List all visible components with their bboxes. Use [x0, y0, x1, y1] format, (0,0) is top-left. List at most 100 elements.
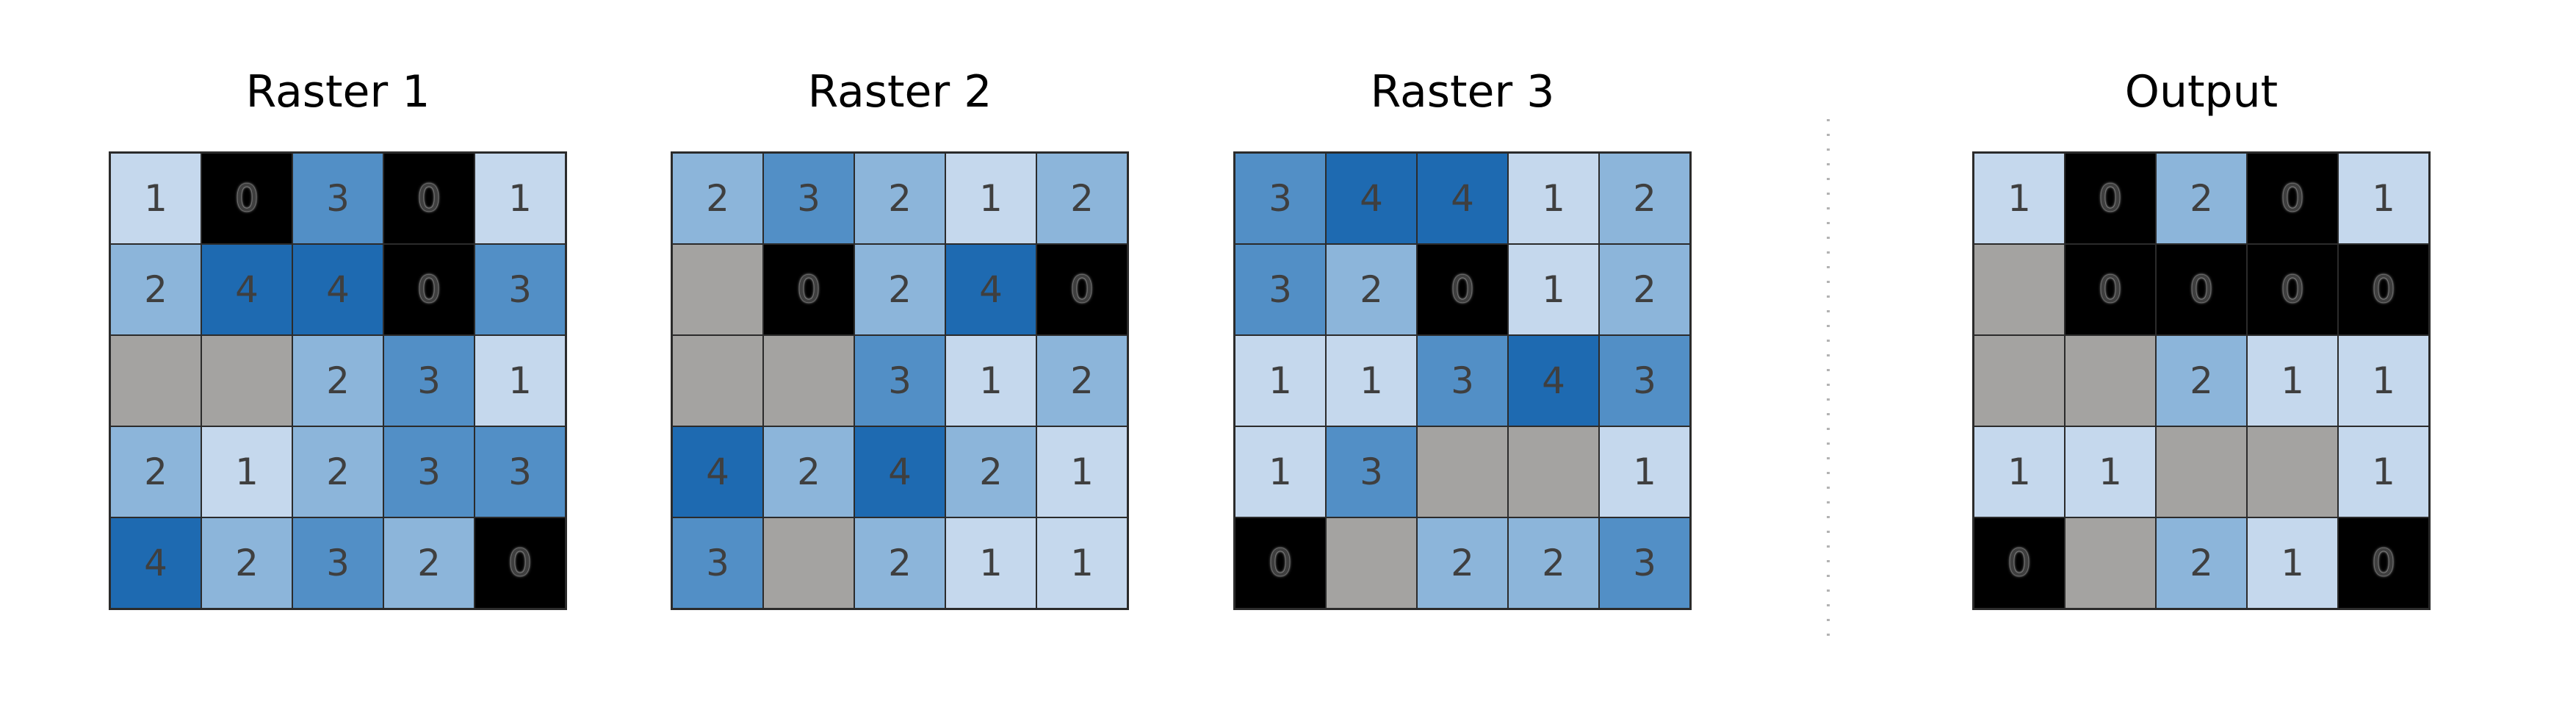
- raster-cell-value-2: 2: [292, 426, 383, 517]
- raster-cell-value-0: 0: [763, 244, 854, 335]
- panel-title-raster-1: Raster 1: [245, 66, 430, 118]
- raster-cell-value-1: 1: [1036, 426, 1128, 517]
- raster-cell-value-1: 1: [1974, 426, 2065, 517]
- raster-cell-value-1: 1: [1599, 426, 1690, 517]
- raster-cell-value-0: 0: [2065, 244, 2156, 335]
- raster-cell-value-2: 2: [2156, 153, 2247, 244]
- raster-cell-value-1: 1: [110, 153, 201, 244]
- raster-cell-value-0: 0: [383, 244, 475, 335]
- raster-cell-value-4: 4: [110, 517, 201, 609]
- nodata-cell: [763, 517, 854, 609]
- raster-cell-value-0: 0: [383, 153, 475, 244]
- raster-cell-value-1: 1: [1235, 335, 1326, 426]
- raster-cell-value-2: 2: [763, 426, 854, 517]
- raster-cell-value-2: 2: [1599, 153, 1690, 244]
- raster-cell-value-2: 2: [854, 244, 945, 335]
- panel-title-raster-2: Raster 2: [807, 66, 992, 118]
- raster-cell-value-2: 2: [383, 517, 475, 609]
- raster-cell-value-3: 3: [475, 426, 566, 517]
- raster-cell-value-4: 4: [854, 426, 945, 517]
- raster-cell-value-1: 1: [2065, 426, 2156, 517]
- raster-cell-value-0: 0: [1417, 244, 1508, 335]
- raster-cell-value-3: 3: [1599, 517, 1690, 609]
- raster-cell-value-1: 1: [945, 335, 1036, 426]
- raster-cell-value-0: 0: [1235, 517, 1326, 609]
- nodata-cell: [2065, 335, 2156, 426]
- nodata-cell: [2065, 517, 2156, 609]
- raster-cell-value-3: 3: [1417, 335, 1508, 426]
- raster-cell-value-1: 1: [945, 517, 1036, 609]
- nodata-cell: [1326, 517, 1417, 609]
- nodata-cell: [1974, 244, 2065, 335]
- raster-cell-value-2: 2: [2156, 517, 2247, 609]
- nodata-cell: [1508, 426, 1599, 517]
- raster-cell-value-1: 1: [1974, 153, 2065, 244]
- raster-cell-value-0: 0: [2247, 153, 2338, 244]
- raster-cell-value-1: 1: [945, 153, 1036, 244]
- raster-cell-value-3: 3: [292, 517, 383, 609]
- nodata-cell: [110, 335, 201, 426]
- raster-cell-value-1: 1: [1036, 517, 1128, 609]
- raster-cell-value-4: 4: [1417, 153, 1508, 244]
- raster-cell-value-2: 2: [110, 426, 201, 517]
- raster-cell-value-1: 1: [2247, 517, 2338, 609]
- raster-cell-value-2: 2: [2156, 335, 2247, 426]
- raster-cell-value-4: 4: [945, 244, 1036, 335]
- raster-cell-value-1: 1: [1235, 426, 1326, 517]
- raster-cell-value-3: 3: [383, 335, 475, 426]
- raster-cell-value-3: 3: [1235, 244, 1326, 335]
- raster-cell-value-1: 1: [2338, 153, 2429, 244]
- nodata-cell: [201, 335, 292, 426]
- raster-cell-value-3: 3: [1235, 153, 1326, 244]
- raster-cell-value-1: 1: [475, 153, 566, 244]
- raster-cell-value-0: 0: [2338, 244, 2429, 335]
- raster-cell-value-2: 2: [854, 517, 945, 609]
- raster-cell-value-0: 0: [2156, 244, 2247, 335]
- raster-cell-value-0: 0: [201, 153, 292, 244]
- raster-cell-value-4: 4: [201, 244, 292, 335]
- raster-cell-value-3: 3: [383, 426, 475, 517]
- panel-title-output: Output: [2124, 66, 2279, 118]
- raster-cell-value-0: 0: [2065, 153, 2156, 244]
- raster-cell-value-2: 2: [945, 426, 1036, 517]
- nodata-cell: [763, 335, 854, 426]
- raster-cell-value-3: 3: [292, 153, 383, 244]
- raster-cell-value-1: 1: [2338, 335, 2429, 426]
- input-output-dashed-divider: [1827, 119, 1830, 647]
- nodata-cell: [1974, 335, 2065, 426]
- raster-cell-value-2: 2: [1417, 517, 1508, 609]
- raster-cell-value-3: 3: [763, 153, 854, 244]
- nodata-cell: [672, 244, 763, 335]
- raster-cell-value-1: 1: [2338, 426, 2429, 517]
- raster-cell-value-1: 1: [201, 426, 292, 517]
- raster-cell-value-0: 0: [2247, 244, 2338, 335]
- raster-cell-value-2: 2: [1508, 517, 1599, 609]
- raster-cell-value-1: 1: [2247, 335, 2338, 426]
- raster-cell-value-3: 3: [1326, 426, 1417, 517]
- nodata-cell: [1417, 426, 1508, 517]
- raster-cell-value-1: 1: [1508, 244, 1599, 335]
- raster-cell-value-2: 2: [201, 517, 292, 609]
- raster-cell-value-0: 0: [2338, 517, 2429, 609]
- raster-cell-value-2: 2: [1326, 244, 1417, 335]
- panel-title-raster-3: Raster 3: [1370, 66, 1555, 118]
- raster-cell-value-0: 0: [475, 517, 566, 609]
- raster-cell-value-0: 0: [1974, 517, 2065, 609]
- raster-cell-value-4: 4: [672, 426, 763, 517]
- raster-cell-value-2: 2: [1036, 153, 1128, 244]
- raster-cell-value-3: 3: [1599, 335, 1690, 426]
- raster-cell-value-2: 2: [110, 244, 201, 335]
- raster-cell-value-2: 2: [1036, 335, 1128, 426]
- raster-cell-value-4: 4: [1508, 335, 1599, 426]
- raster-cell-value-1: 1: [1508, 153, 1599, 244]
- raster-cell-value-4: 4: [292, 244, 383, 335]
- raster-cell-value-3: 3: [475, 244, 566, 335]
- raster-cell-value-2: 2: [854, 153, 945, 244]
